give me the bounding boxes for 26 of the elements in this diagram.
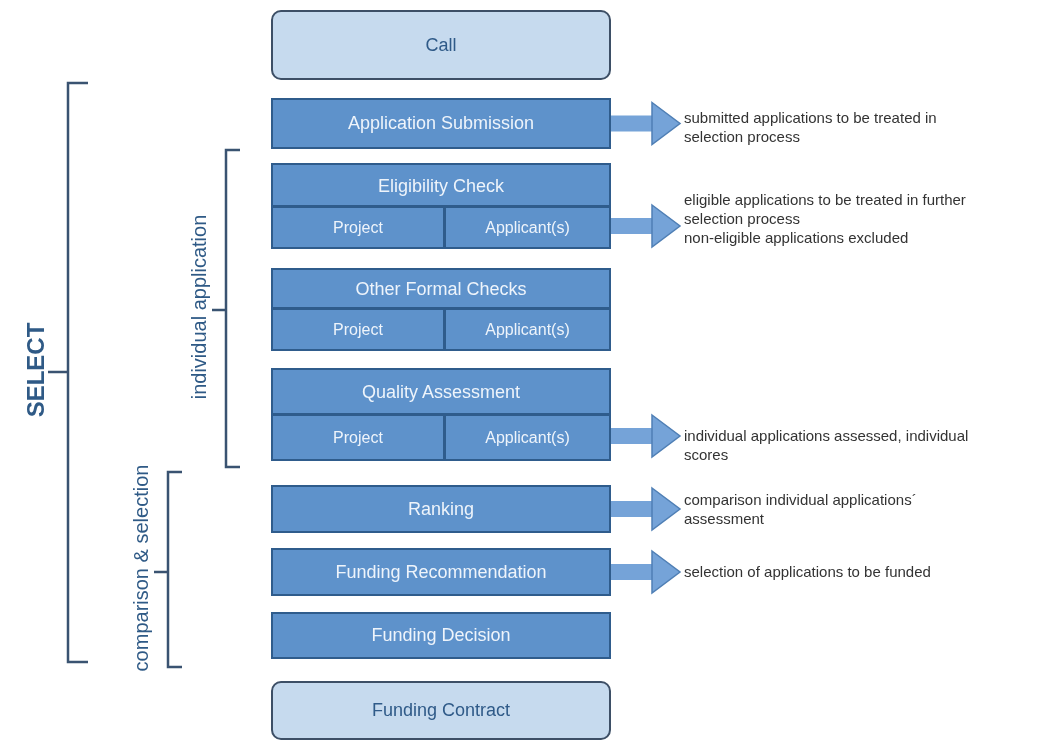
sub-step-box: Applicant(s) xyxy=(443,307,609,349)
note-text: submitted applications to be treated in selection process xyxy=(684,108,938,146)
step-panel xyxy=(271,368,611,461)
sub-step-box: Applicant(s) xyxy=(443,413,609,459)
process-box: Funding Decision xyxy=(271,612,611,659)
rounded-box: Funding Contract xyxy=(271,681,611,740)
note-text: selection of applications to be funded xyxy=(684,562,932,581)
process-box: Funding Recommendation xyxy=(271,548,611,596)
note-text: comparison individual applications´ assessment xyxy=(684,490,918,528)
note-text: non-eligible applications excluded xyxy=(684,228,910,247)
block-arrow xyxy=(611,101,681,146)
sub-step-box: Applicant(s) xyxy=(443,205,609,247)
process-box: Ranking xyxy=(271,485,611,533)
step-panel xyxy=(271,163,611,249)
step-heading: Other Formal Checks xyxy=(354,278,528,301)
block-arrow xyxy=(611,550,681,594)
section-label: SELECT xyxy=(22,322,50,418)
note-text: individual applications assessed, individual scores xyxy=(684,426,970,464)
rounded-box: Call xyxy=(271,10,611,80)
step-panel xyxy=(271,268,611,351)
step-heading: Quality Assessment xyxy=(360,381,522,404)
group-label: comparison & selection xyxy=(129,464,153,672)
process-box: Application Submission xyxy=(271,98,611,149)
step-heading: Eligibility Check xyxy=(376,175,505,198)
group-label: individual application xyxy=(187,214,211,400)
block-arrow xyxy=(611,487,681,531)
